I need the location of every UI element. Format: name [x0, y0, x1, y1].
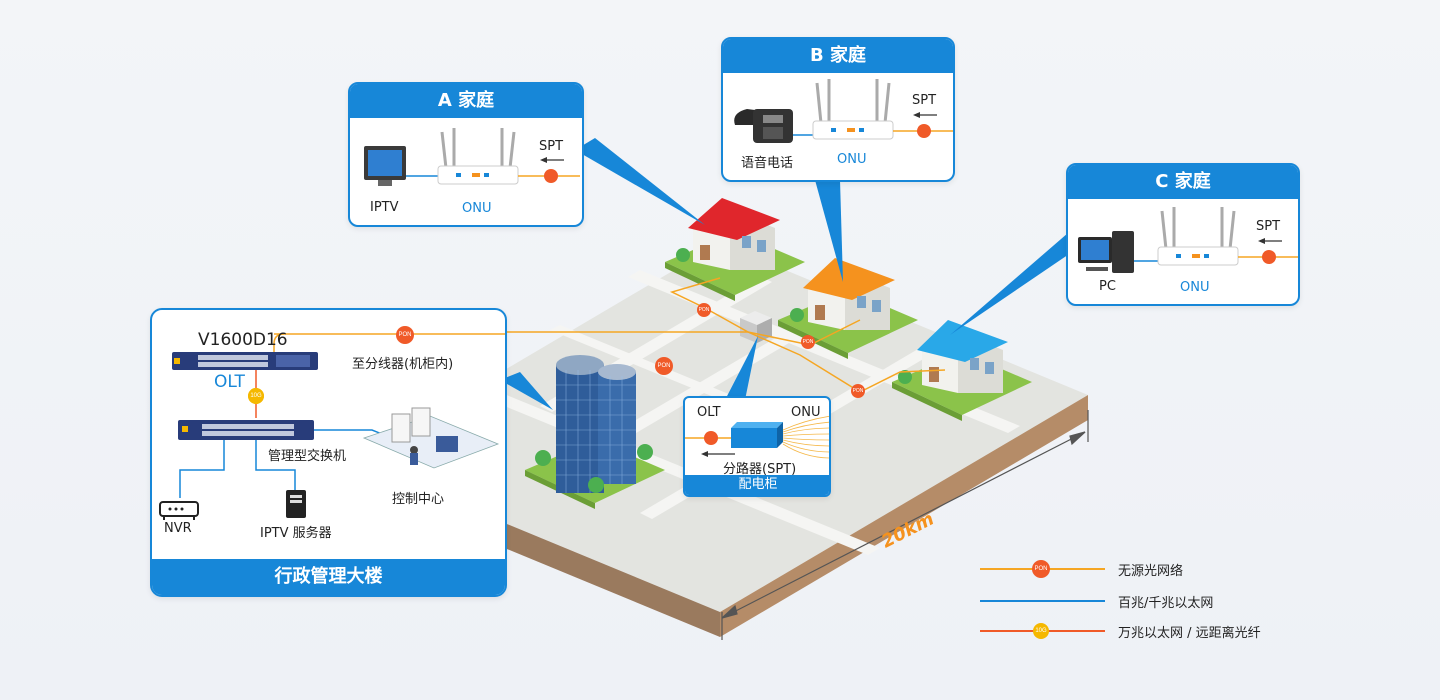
iptv-icon [364, 146, 406, 186]
family-a-spt-label: SPT [539, 139, 564, 154]
switch-label: 管理型交换机 [268, 449, 347, 464]
family-c-card: C 家庭 PC ONU SPT [1066, 163, 1300, 306]
phone-icon [734, 109, 793, 143]
onu-router-icon [1157, 207, 1239, 266]
pon-badge: PON [851, 384, 865, 398]
house-b [790, 258, 895, 330]
legend-label-ethernet: 百兆/千兆以太网 [1118, 596, 1214, 611]
olt-device-icon [172, 352, 318, 370]
family-c-onu-label: ONU [1180, 280, 1210, 295]
house-a [676, 198, 780, 270]
family-b-device-label: 语音电话 [741, 156, 794, 171]
ge-badge: 10G [248, 388, 264, 404]
admin-building-card: V1600D16 至分线器(机柜内) OLT 管理型交换机 NVR IPTV 服… [150, 308, 507, 597]
family-b-spt-label: SPT [912, 93, 937, 108]
pon-badge: PON [655, 357, 673, 375]
legend-item-10g: 10G 万兆以太网 / 远距离光纤 [980, 620, 1280, 642]
office-building [535, 355, 653, 493]
admin-diagram [159, 333, 505, 520]
pon-badge: PON [697, 303, 711, 317]
family-a-card: A 家庭 IPTV ONU SPT [348, 82, 584, 227]
callout-pointers [500, 138, 1078, 410]
cabinet-diagram [685, 415, 829, 459]
iptv-server-icon [286, 490, 306, 518]
splitter-icon [731, 422, 783, 448]
splitter-note-label: 至分线器(机柜内) [352, 357, 454, 372]
cabinet-olt-label: OLT [697, 405, 721, 420]
family-b-diagram [734, 79, 953, 143]
managed-switch-icon [178, 420, 314, 440]
control-center-label: 控制中心 [392, 492, 445, 507]
onu-router-icon [437, 128, 519, 185]
distance-arrow [721, 410, 1089, 640]
family-c-device-label: PC [1099, 279, 1116, 294]
cabinet-card: OLT ONU 分路器(SPT) 配电柜 [683, 396, 831, 497]
house-c [898, 320, 1008, 393]
cabinet-title: 配电柜 [685, 475, 829, 495]
nvr-label: NVR [164, 521, 192, 536]
family-c-spt-label: SPT [1256, 219, 1281, 234]
family-c-title: C 家庭 [1068, 165, 1298, 199]
pon-badge: PON [396, 326, 414, 344]
family-b-title: B 家庭 [723, 39, 953, 73]
cabinet-splitter-label: 分路器(SPT) [723, 462, 797, 477]
admin-building-title: 行政管理大楼 [152, 559, 505, 595]
legend-label-10g: 万兆以太网 / 远距离光纤 [1118, 626, 1261, 641]
family-a-onu-label: ONU [462, 201, 492, 216]
family-a-diagram [364, 128, 580, 186]
legend-item-ethernet: 百兆/千兆以太网 [980, 590, 1280, 612]
pon-badge: PON [801, 335, 815, 349]
cabinet-onu-label: ONU [791, 405, 821, 420]
legend-item-pon: PON 无源光网络 [980, 558, 1280, 580]
family-b-onu-label: ONU [837, 152, 867, 167]
onu-router-icon [812, 79, 894, 140]
pon-badge: PON [1032, 560, 1050, 578]
olt-label: OLT [214, 372, 245, 392]
legend-label-pon: 无源光网络 [1118, 564, 1184, 579]
ge-badge: 10G [1033, 623, 1049, 639]
nvr-icon [159, 501, 199, 520]
iptv-server-label: IPTV 服务器 [260, 526, 332, 541]
olt-model-label: V1600D16 [198, 330, 288, 350]
family-b-card: B 家庭 语音电话 ONU SPT [721, 37, 955, 182]
control-center-icon [362, 407, 500, 469]
family-c-diagram [1078, 207, 1298, 273]
family-a-title: A 家庭 [350, 84, 582, 118]
family-a-device-label: IPTV [370, 200, 399, 215]
pc-icon [1078, 231, 1134, 273]
